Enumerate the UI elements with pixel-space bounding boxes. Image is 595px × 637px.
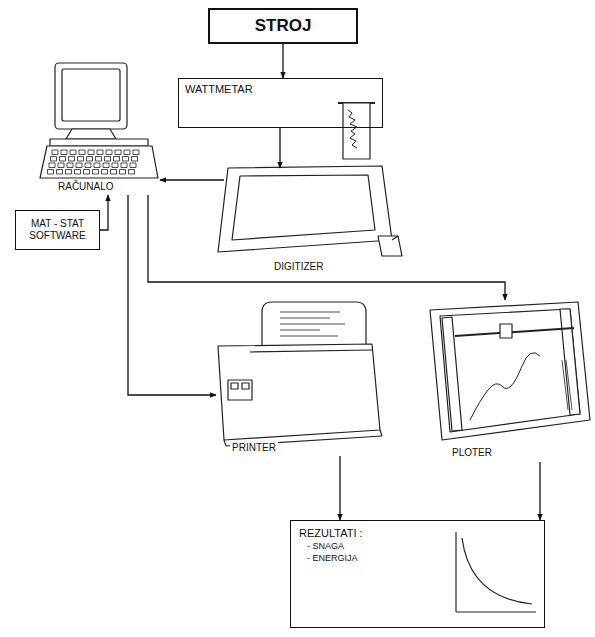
- connector-arrow: [539, 462, 540, 520]
- printer-illustration: [218, 302, 382, 446]
- result-box: REZULTATI : - SNAGA - ENERGIJA: [290, 520, 545, 628]
- connector-arrow: [279, 128, 280, 168]
- node-label: DIGITIZER: [272, 261, 325, 272]
- connector-arrow: [100, 195, 108, 230]
- process-box: WATTMETAR: [178, 78, 383, 128]
- connector-arrow: [128, 195, 216, 395]
- result-item: - SNAGA: [307, 541, 536, 551]
- connector-arrow: [339, 456, 340, 520]
- device-node: RAČUNALO: [38, 60, 160, 195]
- connector-arrow: [148, 195, 505, 300]
- digitizer-illustration: [218, 166, 402, 256]
- process-box: MAT - STAT SOFTWARE: [15, 210, 100, 250]
- node-label: PRINTER: [230, 442, 278, 453]
- connector-arrow: [282, 44, 283, 78]
- node-label: RAČUNALO: [56, 181, 116, 192]
- process-box: STROJ: [208, 8, 358, 44]
- device-node: PLOTER: [420, 292, 592, 462]
- result-item: - ENERGIJA: [307, 553, 536, 563]
- node-label: REZULTATI :: [299, 527, 536, 539]
- plotter-illustration: [430, 302, 590, 440]
- device-node: DIGITIZER: [210, 160, 402, 275]
- connector-arrow: [160, 179, 224, 180]
- node-label: PLOTER: [450, 447, 494, 458]
- node-label: MAT - STAT SOFTWARE: [22, 218, 93, 243]
- device-node: PRINTER: [210, 298, 385, 456]
- computer-illustration: [40, 63, 158, 178]
- node-label: WATTMETAR: [185, 83, 253, 95]
- node-label: STROJ: [255, 16, 312, 36]
- result-graph: [456, 532, 536, 612]
- strip-chart: [338, 103, 375, 159]
